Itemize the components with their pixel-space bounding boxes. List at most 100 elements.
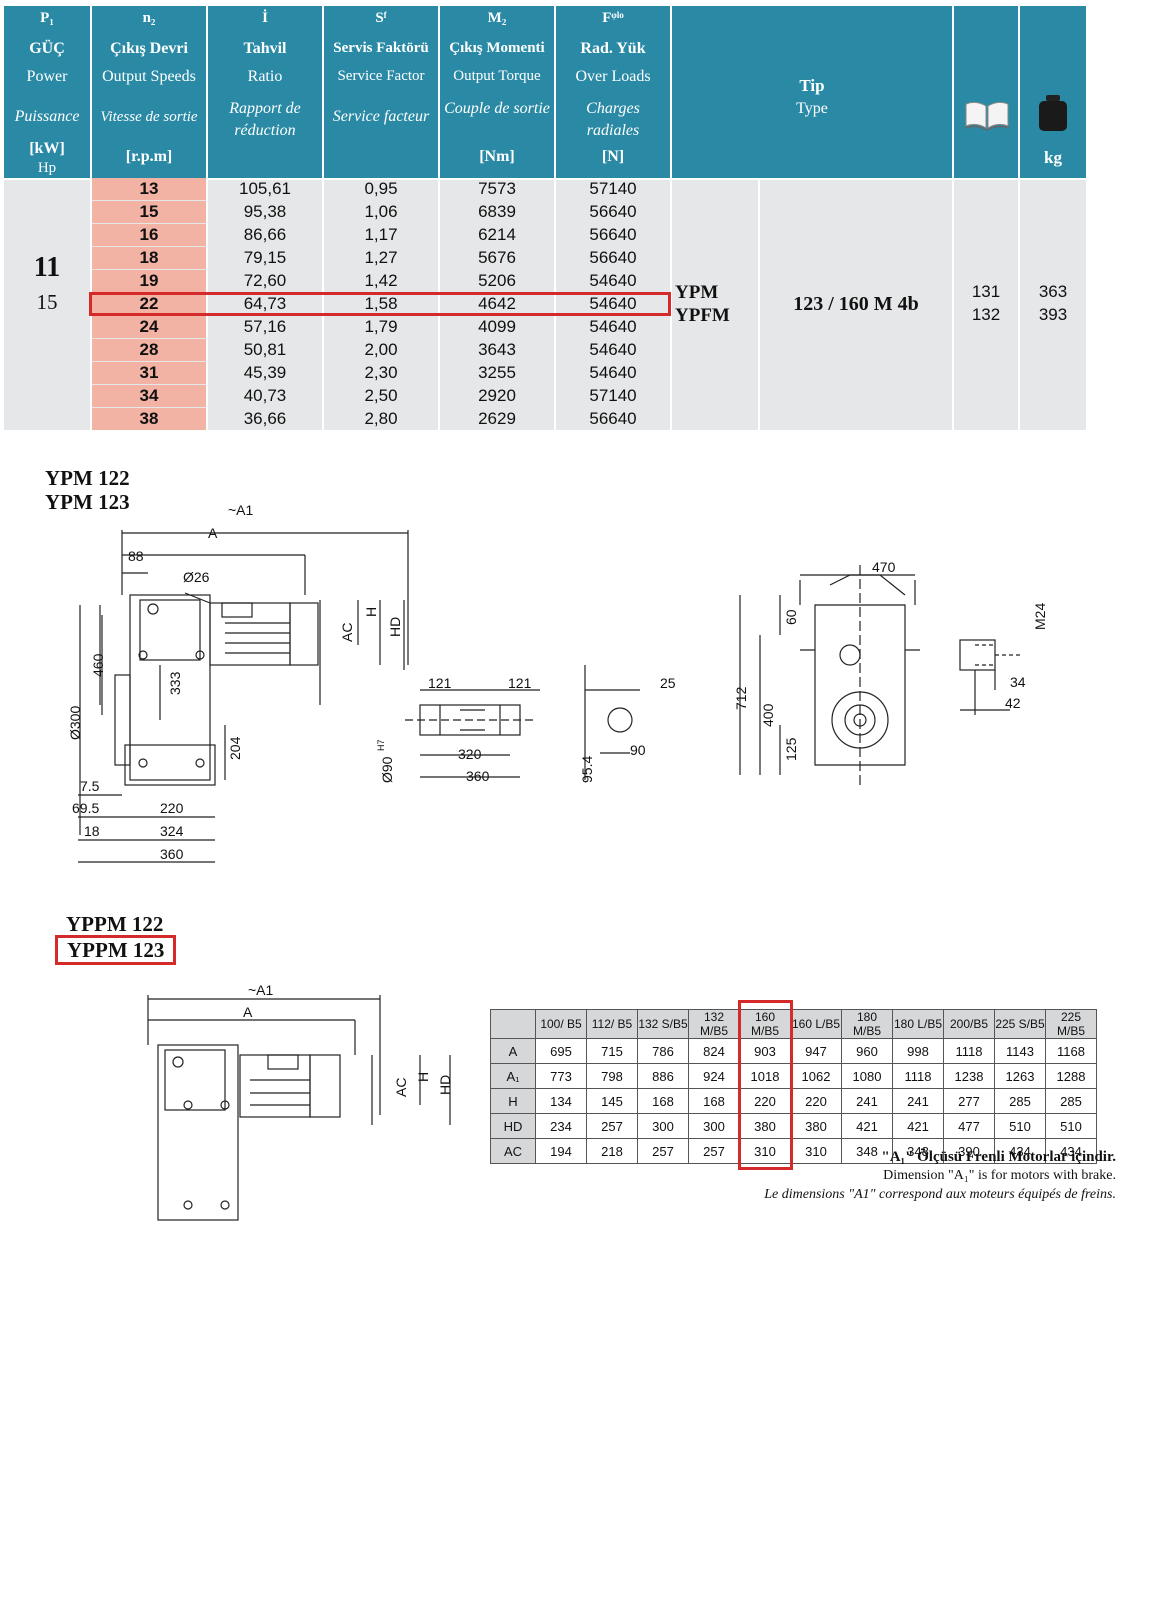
type-name-2: YPFM (675, 305, 730, 326)
dim2-hd: HD (437, 1075, 453, 1095)
dim-col-header: 225 M/B5 (1045, 1009, 1097, 1039)
cell-radial-load: 56640 (589, 225, 637, 244)
dim-cell: 786 (637, 1038, 689, 1064)
dim-cell: 1118 (892, 1063, 944, 1089)
dim-col-header: 180 L/B5 (892, 1009, 944, 1039)
dim-ac: AC (339, 623, 355, 642)
dim-cell: 998 (892, 1038, 944, 1064)
dim-cell: 285 (1045, 1088, 1097, 1114)
dim-cell: 277 (943, 1088, 995, 1114)
cell-speed: 34 (92, 385, 206, 407)
dim-header-empty (490, 1009, 536, 1039)
dim-cell: 257 (637, 1138, 689, 1164)
dim-cell: 434 (994, 1138, 1046, 1164)
cell-speed: 13 (92, 178, 206, 200)
header-tr: Rad. Yük (580, 40, 646, 57)
dim-cell: 695 (535, 1038, 587, 1064)
dim-col-header: 225 S/B5 (994, 1009, 1046, 1039)
dim-cell: 1080 (841, 1063, 893, 1089)
cell-radial-load: 54640 (589, 271, 637, 290)
header-weight-label: kg (1044, 148, 1062, 167)
dim-cell: 477 (943, 1113, 995, 1139)
cell-service-factor: 0,95 (364, 179, 398, 198)
cell-radial-load: 54640 (589, 294, 637, 313)
type-code: 123 / 160 M 4b (793, 293, 919, 315)
cell-torque: 2920 (478, 386, 516, 405)
header-type-en: Type (796, 100, 828, 117)
selected-row-highlight (89, 292, 671, 316)
header-en: Over Loads (575, 68, 651, 85)
drawing2-title-2: YPPM 123 (55, 935, 177, 965)
shaft-360: 360 (466, 768, 490, 784)
header-en: Ratio (247, 68, 283, 85)
dim-cell: 1238 (943, 1063, 995, 1089)
dim-a1: ~A1 (228, 505, 254, 518)
dim-cell: 257 (688, 1138, 740, 1164)
dim-cell: 134 (535, 1088, 587, 1114)
dim-cell: 300 (688, 1113, 740, 1139)
dim-cell: 1118 (943, 1038, 995, 1064)
shaft-90: Ø90 (379, 756, 395, 783)
header-fr: Couple de sortie (444, 100, 550, 117)
cell-service-factor: 2,50 (364, 386, 398, 405)
cell-service-factor: 1,58 (364, 294, 398, 313)
dim-cell: 310 (790, 1138, 842, 1164)
header-fr: Rapport de réduction (229, 100, 301, 139)
dim-row-label: H (490, 1088, 536, 1114)
dim-cell: 220 (790, 1088, 842, 1114)
shaft-121-left: 121 (428, 675, 452, 691)
dim-cell: 218 (586, 1138, 638, 1164)
header-unit: [Nm] (479, 148, 515, 165)
dim-cell: 1263 (994, 1063, 1046, 1089)
weight-2: 393 (1038, 305, 1068, 324)
cell-ratio: 86,66 (243, 225, 287, 244)
dim-324: 324 (160, 823, 184, 839)
header-service-factor: Sᶠ Servis Faktörü Service Factor Service… (324, 6, 438, 178)
dim-220: 220 (160, 800, 184, 816)
dim-69-5: 69.5 (72, 800, 99, 816)
dim-204: 204 (227, 736, 243, 760)
cell-ratio: 57,16 (243, 317, 287, 336)
header-fr: Service facteur (332, 108, 430, 125)
dim2-a1: ~A1 (248, 985, 274, 998)
cell-torque: 4099 (478, 317, 516, 336)
dim-7-5: 7.5 (80, 778, 100, 794)
dim-cell: 824 (688, 1038, 740, 1064)
power-kw: 11 (33, 252, 61, 283)
cell-service-factor: 1,42 (364, 271, 398, 290)
header-symbol: P₁ (40, 10, 54, 26)
dim-360: 360 (160, 846, 184, 862)
drawing2-title-1: YPPM 122 (66, 912, 164, 936)
dim-col-header: 180 M/B5 (841, 1009, 893, 1039)
header-en: Output Torque (453, 68, 541, 84)
cell-torque: 5206 (478, 271, 516, 290)
header-unit: [N] (601, 148, 625, 165)
dim-cell: 285 (994, 1088, 1046, 1114)
cell-ratio: 72,60 (243, 271, 287, 290)
yppm-dimension-drawing: ~A1 A H HD AC (147, 985, 453, 1221)
power-hp: 15 (36, 290, 58, 314)
dim-cell: 348 (892, 1138, 944, 1164)
cell-ratio: 40,73 (243, 386, 287, 405)
header-symbol: Sᶠ (375, 10, 387, 26)
catalog-page-2: 132 (971, 305, 1001, 324)
dim-col-header: 160 L/B5 (790, 1009, 842, 1039)
shaft-90-tol: H7 (376, 739, 386, 751)
cell-torque: 5676 (478, 248, 516, 267)
header-fr: Vitesse de sortie (100, 109, 198, 125)
dim-cell: 715 (586, 1038, 638, 1064)
header-fr: Puissance (14, 108, 80, 125)
header-tr: Çıkış Momenti (449, 40, 545, 56)
cell-ratio: 64,73 (243, 294, 287, 313)
dim-26: Ø26 (183, 569, 210, 585)
header-radial-load: Fᵠˡᵒ Rad. Yük Over Loads Charges radiale… (556, 6, 670, 178)
cell-radial-load: 57140 (589, 386, 637, 405)
dim-cell: 241 (841, 1088, 893, 1114)
cell-radial-load: 56640 (589, 248, 637, 267)
front-60: 60 (783, 609, 799, 625)
cell-radial-load: 57140 (589, 179, 637, 198)
header-tr: Tahvil (243, 40, 287, 57)
dim-cell: 886 (637, 1063, 689, 1089)
